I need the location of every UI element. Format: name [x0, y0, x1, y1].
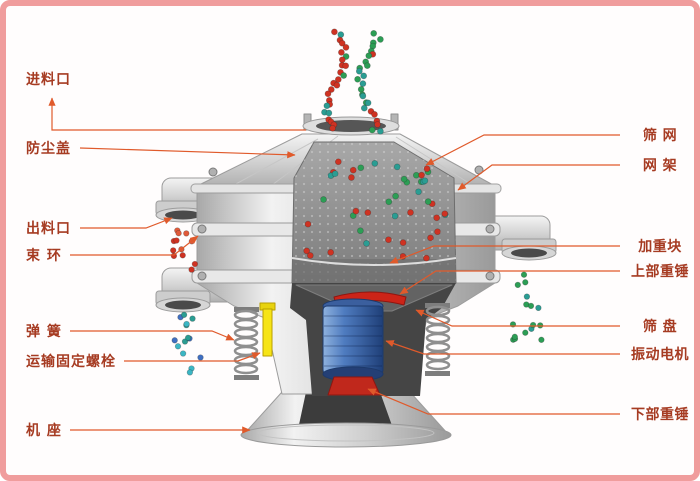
transport-bolt — [259, 302, 276, 357]
material-particles — [170, 28, 545, 376]
spring-left — [233, 307, 259, 380]
leader-dust-cover — [79, 147, 296, 159]
clamp-bolts — [197, 165, 495, 281]
label-spring: 弹 簧 — [26, 324, 62, 340]
label-upper-hammer: 上部重锤 — [631, 264, 689, 280]
leader-transport-bolt — [124, 352, 261, 362]
leader-clamp-ring — [70, 235, 199, 256]
leader-upper-hammer — [399, 270, 620, 295]
vibration-motor — [322, 298, 384, 382]
leader-lower-hammer — [367, 388, 620, 415]
label-screen-mesh: 筛 网 — [642, 128, 678, 144]
label-transport-bolt: 运输固定螺栓 — [26, 354, 116, 370]
label-clamp-ring: 束 环 — [26, 248, 62, 264]
leader-lines — [48, 97, 620, 434]
lower-weight — [327, 376, 381, 396]
leader-mesh-frame — [457, 164, 620, 191]
leader-weight-block — [389, 245, 620, 264]
label-discharge-outlet: 出料口 — [26, 221, 71, 237]
label-feed-inlet: 进料口 — [26, 72, 71, 88]
leader-spring — [70, 330, 235, 341]
leader-vibration-motor — [385, 340, 620, 355]
label-lower-hammer: 下部重锤 — [631, 407, 689, 423]
label-weight-block: 加重块 — [638, 239, 682, 255]
label-base: 机 座 — [26, 423, 62, 439]
diagram-canvas — [48, 28, 620, 448]
label-sieve-tray: 筛 盘 — [642, 319, 678, 335]
screen-mesh — [291, 257, 457, 266]
leader-feed-inlet — [48, 97, 306, 131]
leader-screen-mesh — [425, 134, 620, 166]
label-mesh-frame: 网 架 — [642, 158, 678, 174]
spring-right — [425, 303, 451, 376]
leader-discharge-outlet — [80, 217, 173, 229]
feed-inlet — [302, 113, 400, 136]
machine-illustration — [155, 113, 557, 448]
label-dust-cover: 防尘盖 — [26, 141, 71, 157]
leader-sieve-tray — [415, 309, 620, 327]
machine-base — [240, 391, 452, 448]
label-vibration-motor: 振动电机 — [631, 347, 689, 363]
